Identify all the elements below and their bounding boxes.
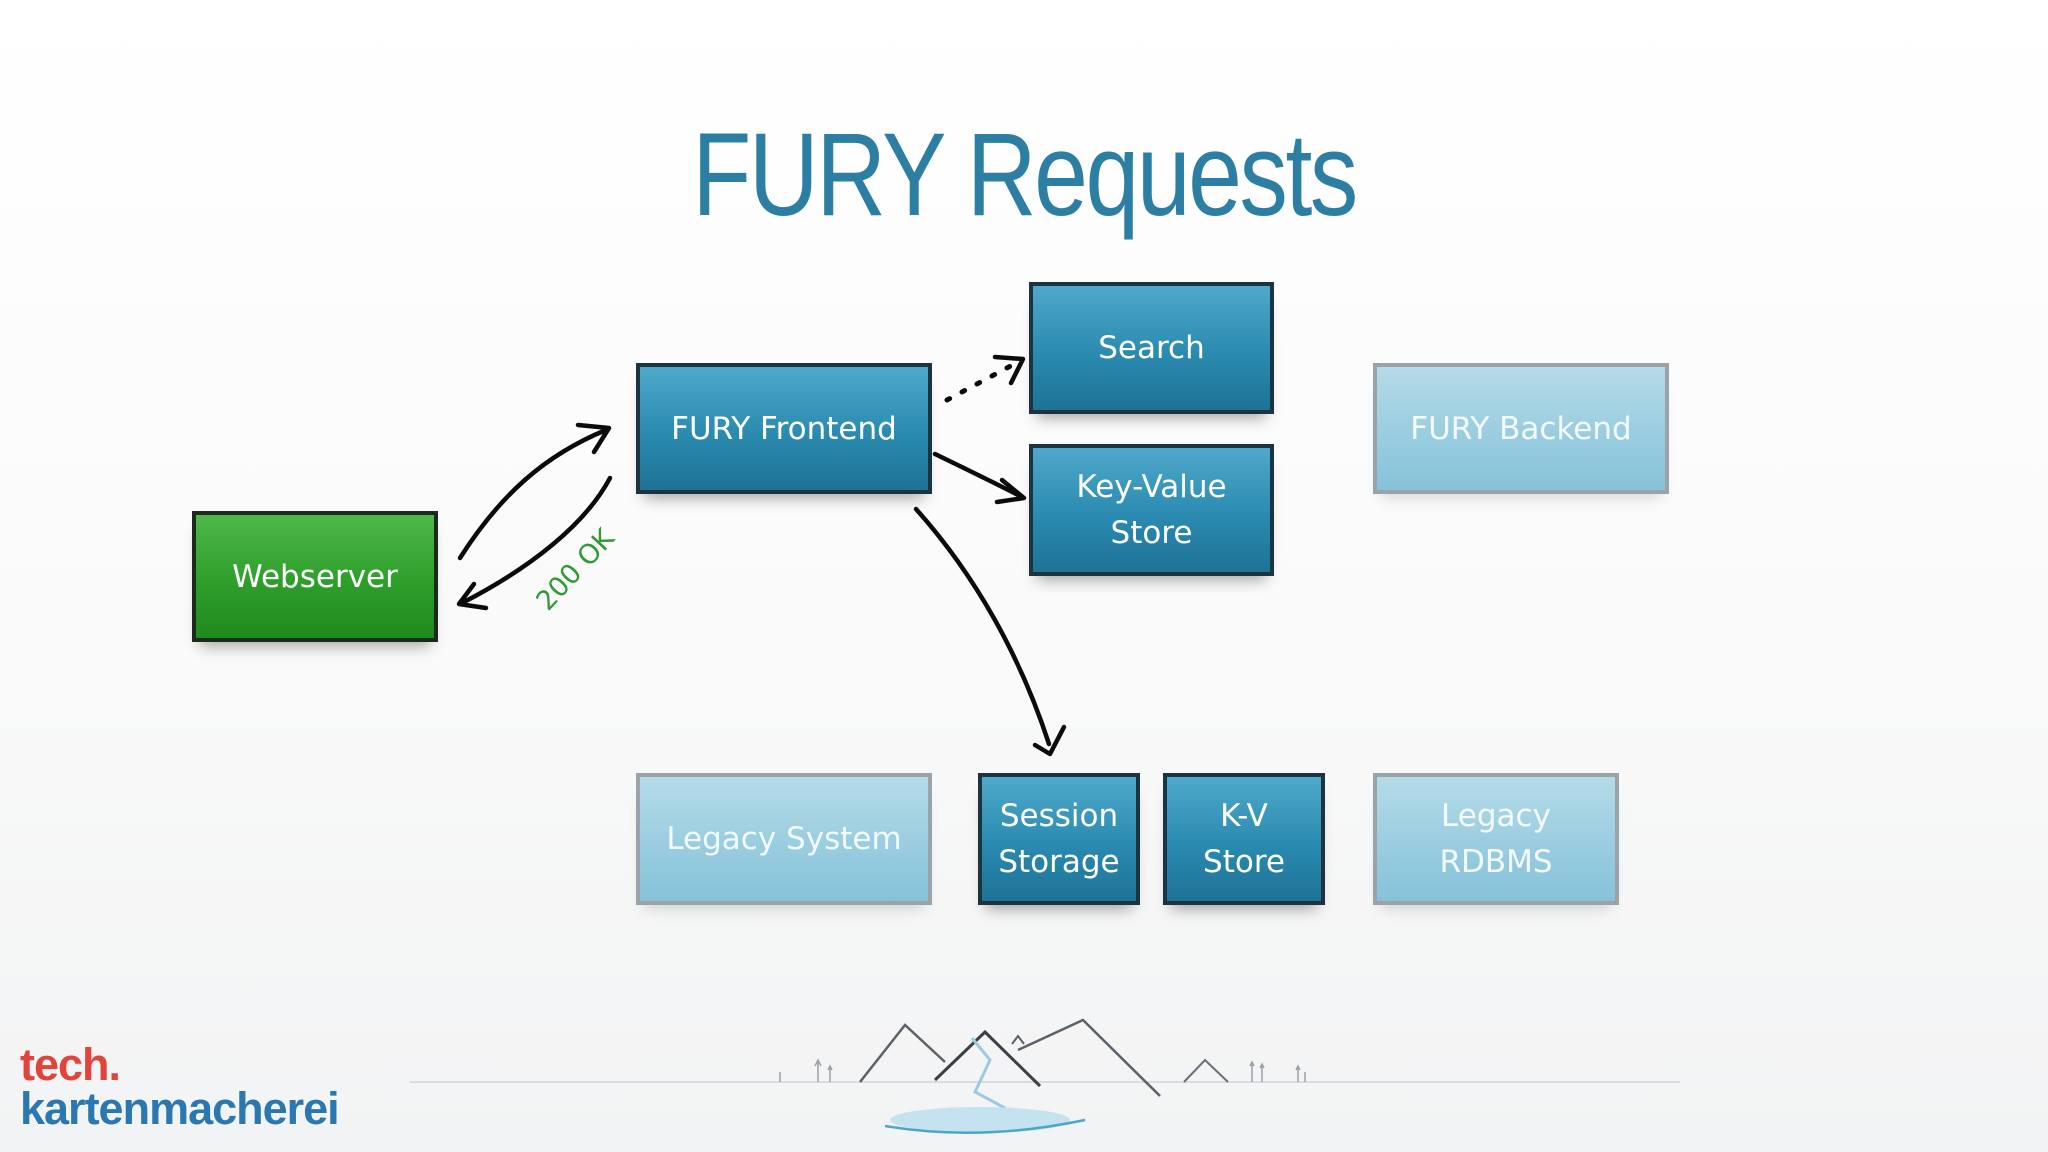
arrow-webserver-to-frontend [457, 427, 609, 561]
arrow-webserver-to-frontend-head [575, 422, 612, 455]
brand-logo-line1: tech. [20, 1039, 121, 1090]
mountains-illustration [410, 1018, 1680, 1134]
webserver-box: Webserver [192, 511, 438, 642]
kv-store-box: K-V Store [1163, 773, 1325, 905]
key-value-store-box: Key-Value Store [1029, 444, 1274, 576]
fury-frontend-label: FURY Frontend [671, 410, 897, 447]
session-storage-box: Session Storage [978, 773, 1140, 905]
webserver-label: Webserver [232, 558, 398, 595]
fury-backend-label: FURY Backend [1410, 410, 1632, 447]
search-label: Search [1098, 330, 1205, 366]
arrow-frontend-to-session [913, 506, 1052, 747]
session-storage-label: Session Storage [998, 798, 1120, 880]
arrow-frontend-to-kvstore-head [994, 477, 1027, 505]
kv-store-label: K-V Store [1203, 798, 1285, 880]
key-value-store-label: Key-Value Store [1076, 469, 1227, 551]
search-box: Search [1029, 282, 1274, 414]
fury-frontend-box: FURY Frontend [636, 363, 932, 494]
arrow-frontend-to-webserver-head [456, 581, 489, 611]
legacy-rdbms-box: Legacy RDBMS [1373, 773, 1619, 905]
arrow-frontend-to-kvstore [932, 451, 1025, 500]
arrow-frontend-to-webserver [459, 475, 613, 606]
response-status-label: 200 OK [530, 522, 621, 617]
arrow-frontend-to-session-head [1032, 724, 1067, 757]
arrow-frontend-to-search-head [992, 354, 1026, 386]
fury-backend-box: FURY Backend [1373, 363, 1669, 494]
arrow-frontend-to-search [944, 359, 1021, 403]
brand-logo-line2: kartenmacherei [20, 1083, 340, 1134]
legacy-rdbms-label: Legacy RDBMS [1439, 798, 1553, 880]
legacy-system-box: Legacy System [636, 773, 932, 905]
legacy-system-label: Legacy System [666, 821, 902, 857]
slide-title: FURY Requests [692, 109, 1358, 241]
